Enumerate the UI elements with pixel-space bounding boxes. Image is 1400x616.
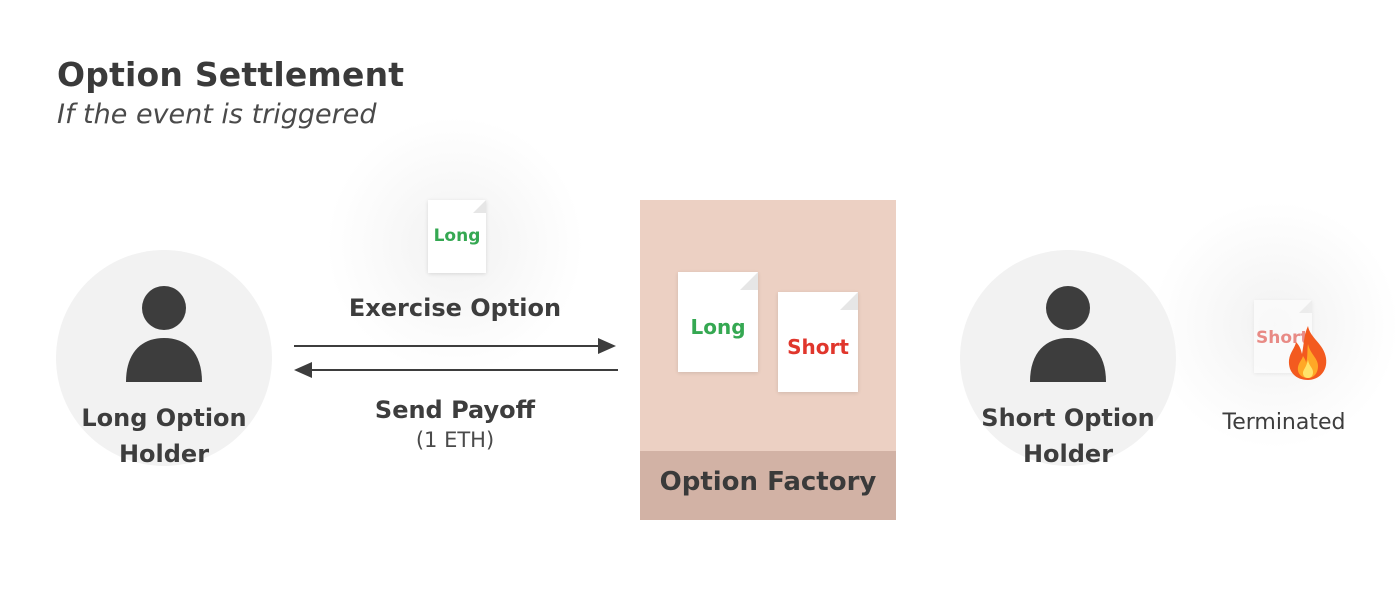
short-holder-label-line1: Short Option xyxy=(981,404,1155,432)
exercise-option-label: Exercise Option xyxy=(348,294,562,322)
long-holder-label-line2: Holder xyxy=(118,440,210,468)
page-title: Option Settlement xyxy=(57,55,405,94)
option-factory-label: Option Factory xyxy=(659,467,877,497)
terminated-doc-label: Short xyxy=(1256,328,1309,348)
short-holder-person-icon xyxy=(1030,286,1106,382)
long-holder-label: Long Option Holder xyxy=(44,400,284,472)
short-holder-label: Short Option Holder xyxy=(948,400,1188,472)
factory-long-doc-label: Long xyxy=(690,315,746,339)
exercise-doc-label: Long xyxy=(433,226,481,246)
terminated-label: Terminated xyxy=(1222,410,1346,435)
payoff-amount: (1 ETH) xyxy=(415,428,495,452)
factory-short-doc-label: Short xyxy=(787,335,849,359)
long-holder-label-line1: Long Option xyxy=(81,404,247,432)
option-factory-footer xyxy=(640,451,896,520)
payoff-arrow xyxy=(294,362,618,378)
exercise-arrow xyxy=(294,338,616,354)
short-holder-label-line2: Holder xyxy=(1022,440,1114,468)
long-holder-person-icon xyxy=(126,286,202,382)
exercise-long-document: Long xyxy=(428,200,486,273)
page-subtitle: If the event is triggered xyxy=(57,99,377,130)
send-payoff-label: Send Payoff xyxy=(374,396,536,424)
fire-icon xyxy=(1288,326,1327,380)
factory-long-document: Long xyxy=(678,272,758,372)
factory-short-document: Short xyxy=(778,292,858,392)
